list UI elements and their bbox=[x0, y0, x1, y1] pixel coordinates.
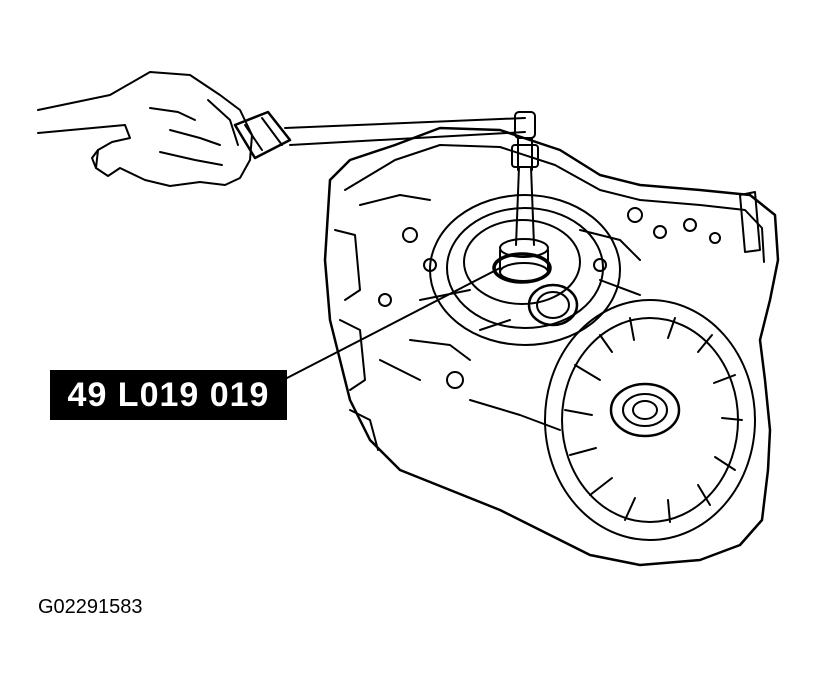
part-number-callout: 49 L019 019 bbox=[50, 370, 287, 420]
figure-id-label: G02291583 bbox=[38, 596, 143, 618]
torque-wrench-icon bbox=[233, 110, 552, 284]
callout-leader-line bbox=[286, 267, 501, 379]
transaxle-case-icon bbox=[323, 126, 780, 567]
hand-icon bbox=[37, 71, 253, 187]
